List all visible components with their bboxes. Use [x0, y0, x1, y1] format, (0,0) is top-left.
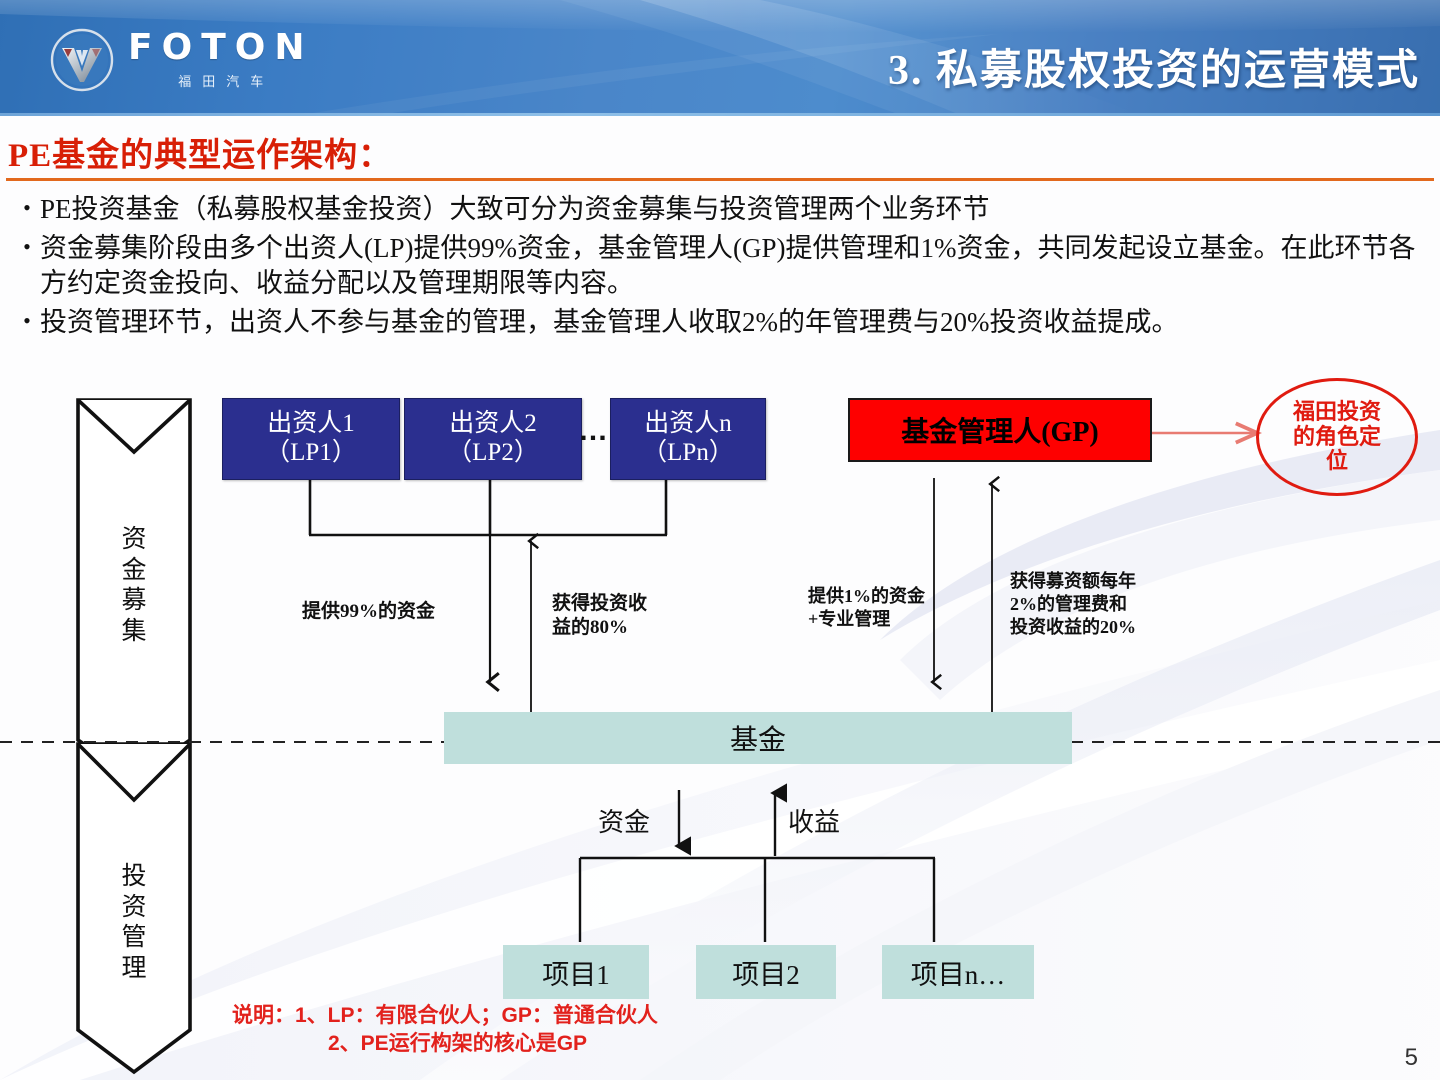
page-number: 5 [1404, 1044, 1418, 1071]
bullet-item: • PE投资基金（私募股权基金投资）大致可分为资金募集与投资管理两个业务环节 [14, 192, 1426, 228]
lp-box-2[interactable]: 出资人2 （LP2） [404, 398, 582, 480]
direction-label-return: 收益 [788, 808, 841, 837]
project-box-2-label: 项目2 [732, 959, 800, 990]
phase-label-investment-management: 投资管理 [121, 863, 147, 982]
bullet-item: • 投资管理环节，出资人不参与基金的管理，基金管理人收取2%的年管理费与20%投… [14, 305, 1426, 341]
project-box-n[interactable]: 项目n… [882, 945, 1034, 999]
gp-box[interactable]: 基金管理人(GP) [848, 398, 1152, 462]
role-callout-ellipse: 福田投资的角色定位 [1256, 378, 1418, 496]
project-box-2[interactable]: 项目2 [696, 945, 836, 999]
bullet-list: • PE投资基金（私募股权基金投资）大致可分为资金募集与投资管理两个业务环节 •… [14, 192, 1426, 344]
role-callout-text: 福田投资的角色定位 [1292, 399, 1381, 474]
title-divider [6, 178, 1434, 181]
foton-wordmark: FOTON 福田汽车 [128, 30, 313, 90]
slide-header-title: 3. 私募股权投资的运营模式 [887, 48, 1420, 94]
project-box-1-label: 项目1 [542, 959, 610, 990]
lp-box-2-line1: 出资人2 [449, 410, 537, 438]
flow-label-lp-contribute: 提供99%的资金 [302, 601, 436, 622]
bullet-marker-icon: • [23, 233, 31, 259]
lp-box-n-line1: 出资人n [644, 410, 732, 438]
lp-box-1-line2: （LP1） [265, 439, 357, 466]
bullet-marker-icon: • [23, 307, 31, 333]
bullet-text: 资金募集阶段由多个出资人(LP)提供99%资金，基金管理人(GP)提供管理和1%… [40, 232, 1416, 299]
lp-box-1-line1: 出资人1 [267, 410, 355, 438]
lp-box-2-line2: （LP2） [447, 439, 539, 466]
footnote-line-1: 说明：1、LP：有限合伙人；GP：普通合伙人 [232, 1004, 658, 1027]
bullet-text: PE投资基金（私募股权基金投资）大致可分为资金募集与投资管理两个业务环节 [40, 194, 990, 224]
bullet-text: 投资管理环节，出资人不参与基金的管理，基金管理人收取2%的年管理费与20%投资收… [40, 306, 1179, 337]
foton-wordmark-chinese: 福田汽车 [178, 74, 275, 89]
lp-ellipsis-icon: … [578, 414, 610, 447]
header-sheen [0, 0, 1440, 115]
header-bottom-rule [0, 113, 1440, 116]
foton-wordmark-latin: FOTON [128, 27, 314, 68]
bullet-marker-icon: • [23, 195, 31, 220]
lp-box-n-line2: （LPn） [642, 439, 734, 466]
foton-emblem-icon [50, 28, 114, 92]
lp-box-1[interactable]: 出资人1 （LP1） [222, 398, 400, 480]
flow-label-gp-return: 获得募资额每年2%的管理费和投资收益的20% [1010, 571, 1136, 638]
project-box-n-label: 项目n… [910, 959, 1006, 990]
page-title: PE基金的典型运作架构： [8, 138, 393, 174]
fund-box-label: 基金 [729, 725, 786, 756]
foton-logo: FOTON 福田汽车 [50, 28, 313, 92]
flow-label-gp-contribute: 提供1%的资金+专业管理 [808, 586, 925, 630]
footnote-block: 说明：1、LP：有限合伙人；GP：普通合伙人 2、PE运行构架的核心是GP [232, 1002, 658, 1059]
project-box-1[interactable]: 项目1 [503, 945, 649, 999]
fund-box[interactable]: 基金 [444, 712, 1072, 764]
slide-header: FOTON 福田汽车 3. 私募股权投资的运营模式 [0, 0, 1440, 115]
direction-label-capital: 资金 [598, 808, 651, 837]
flow-label-lp-return: 获得投资收益的80% [552, 593, 648, 639]
phase-label-fundraising: 资金募集 [121, 526, 147, 645]
lp-box-n[interactable]: 出资人n （LPn） [610, 398, 766, 480]
gp-box-label: 基金管理人(GP) [901, 417, 1099, 448]
footnote-line-2: 2、PE运行构架的核心是GP [328, 1032, 588, 1056]
bullet-item: • 资金募集阶段由多个出资人(LP)提供99%资金，基金管理人(GP)提供管理和… [14, 231, 1426, 302]
